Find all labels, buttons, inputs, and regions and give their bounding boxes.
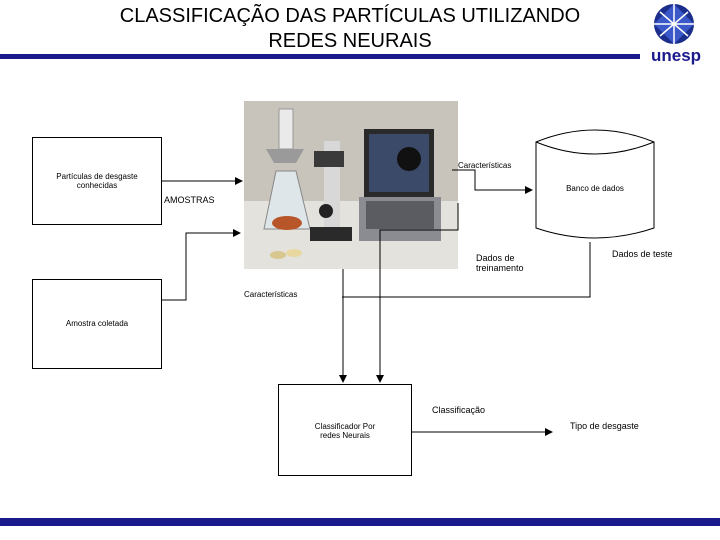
label-classificacao: Classificação xyxy=(432,405,486,415)
node-classificador xyxy=(278,384,412,476)
label-treinamento: Dados de treinamento xyxy=(476,253,524,273)
label-amostras: AMOSTRAS xyxy=(164,195,215,205)
node-particulas-label: Partículas de desgaste conhecidas xyxy=(56,172,138,190)
arrow-amostra-coletada xyxy=(161,229,241,301)
label-caracteristicas-mid: Características xyxy=(244,290,298,299)
node-amostra-label: Amostra coletada xyxy=(65,319,129,328)
arrow-dados-teste xyxy=(342,242,591,298)
banco-cylinder xyxy=(535,129,655,239)
unesp-globe-logo xyxy=(654,4,694,44)
slide-title: CLASSIFICAÇÃO DAS PARTÍCULAS UTILIZANDO … xyxy=(119,5,581,52)
label-teste: Dados de teste xyxy=(612,249,673,259)
label-caracteristicas-top: Características xyxy=(458,161,512,170)
arrow-dados-treinamento xyxy=(376,203,459,383)
node-banco-label: Banco de dados xyxy=(566,184,624,193)
unesp-logo-text: unesp xyxy=(650,46,702,65)
footer-bar xyxy=(0,518,720,526)
header-bar xyxy=(0,54,640,59)
label-tipo-desgaste: Tipo de desgaste xyxy=(570,421,639,431)
node-particulas xyxy=(32,137,162,225)
node-classificador-label: Classificador Por redes Neurais xyxy=(314,422,376,440)
lab-equipment-photo xyxy=(244,101,458,269)
node-amostra xyxy=(32,279,162,369)
arrow-caracteristicas-banco xyxy=(452,169,533,194)
